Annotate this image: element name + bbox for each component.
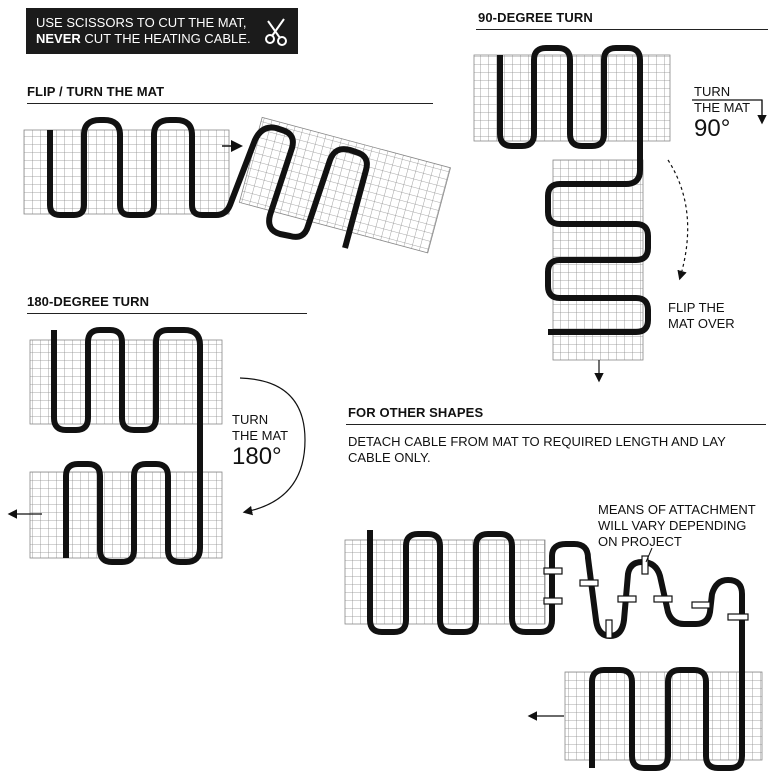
clip bbox=[543, 597, 563, 605]
clip bbox=[543, 567, 563, 575]
mat-grid bbox=[564, 671, 763, 761]
heating-cable bbox=[47, 117, 370, 249]
mat-grid bbox=[23, 129, 230, 215]
turn180-section bbox=[7, 327, 306, 565]
other-description-line1: DETACH CABLE FROM MAT TO REQUIRED LENGTH… bbox=[348, 434, 726, 449]
attachment-note-line2: WILL VARY DEPENDING bbox=[598, 518, 747, 533]
attachment-note: MEANS OF ATTACHMENT WILL VARY DEPENDING … bbox=[598, 502, 756, 550]
turn-label-line1: TURN bbox=[694, 84, 731, 99]
clip bbox=[727, 613, 749, 621]
other-shapes-section bbox=[344, 530, 763, 771]
banner-line-1: USE SCISSORS TO CUT THE MAT, bbox=[36, 15, 247, 30]
clip bbox=[641, 555, 649, 575]
flip-label-line2: MAT OVER bbox=[668, 316, 735, 331]
divider bbox=[27, 313, 307, 314]
clip bbox=[605, 619, 613, 639]
turn-curve-arrow bbox=[239, 377, 306, 516]
turn-label-180: TURN THE MAT 180° bbox=[232, 412, 288, 470]
section-title-other: FOR OTHER SHAPES bbox=[348, 405, 484, 420]
mat-grid bbox=[29, 339, 223, 425]
heating-cable bbox=[497, 45, 651, 335]
heating-cable bbox=[367, 530, 745, 771]
divider bbox=[476, 29, 768, 30]
turn-label-line1: TURN bbox=[232, 412, 269, 427]
section-title-180: 180-DEGREE TURN bbox=[27, 294, 150, 309]
banner-never: NEVER bbox=[36, 31, 81, 46]
attachment-note-line3: ON PROJECT bbox=[598, 534, 682, 549]
other-description: DETACH CABLE FROM MAT TO REQUIRED LENGTH… bbox=[348, 434, 726, 466]
banner-line-2-rest: CUT THE HEATING CABLE. bbox=[80, 31, 251, 46]
divider bbox=[346, 424, 766, 425]
flip-curve-arrow bbox=[667, 159, 689, 281]
turn-angle: 180° bbox=[232, 443, 282, 470]
heating-cable bbox=[51, 327, 203, 565]
banner-line-2: NEVER CUT THE HEATING CABLE. bbox=[36, 31, 298, 47]
flip-mat-section bbox=[23, 116, 451, 254]
flip-label: FLIP THE MAT OVER bbox=[668, 300, 735, 332]
scissors-icon bbox=[262, 17, 290, 51]
attachment-clips bbox=[543, 555, 749, 639]
turn90-section bbox=[473, 45, 767, 383]
mat-grid bbox=[29, 471, 223, 559]
warning-banner: USE SCISSORS TO CUT THE MAT, NEVER CUT T… bbox=[26, 8, 298, 54]
turn-label-90: TURN THE MAT 90° bbox=[694, 84, 750, 142]
section-title-90: 90-DEGREE TURN bbox=[478, 10, 593, 25]
flip-label-line1: FLIP THE bbox=[668, 300, 725, 315]
clip bbox=[617, 595, 637, 603]
other-description-line2: CABLE ONLY. bbox=[348, 450, 431, 465]
pointer-line bbox=[645, 547, 653, 563]
divider bbox=[27, 103, 433, 104]
attachment-note-line1: MEANS OF ATTACHMENT bbox=[598, 502, 756, 517]
clip bbox=[579, 579, 599, 587]
turn-angle: 90° bbox=[694, 115, 731, 142]
section-title-flip: FLIP / TURN THE MAT bbox=[27, 84, 165, 99]
clip bbox=[653, 595, 673, 603]
clip bbox=[691, 601, 711, 609]
turn-label-line2: THE MAT bbox=[232, 428, 289, 443]
turn-label-line2: THE MAT bbox=[694, 100, 751, 115]
